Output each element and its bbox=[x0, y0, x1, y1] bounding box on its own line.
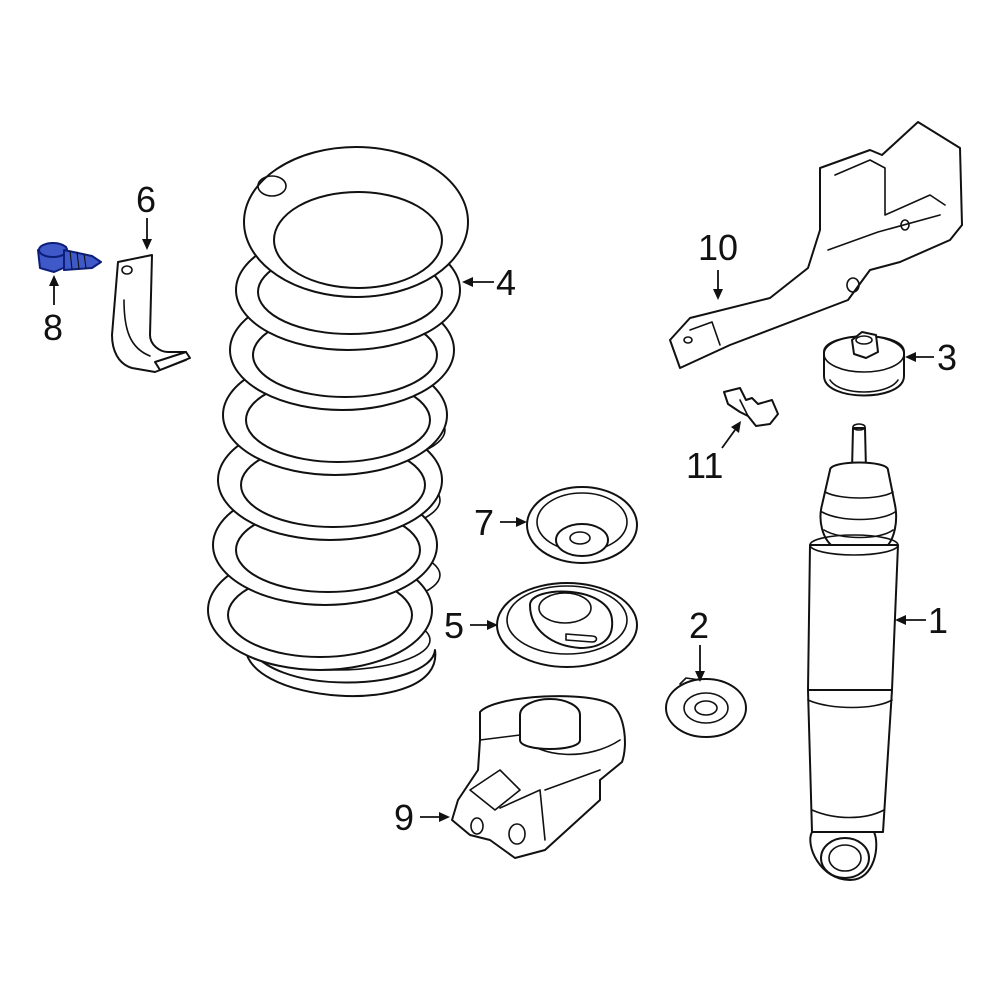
callout-4: 4 bbox=[462, 262, 516, 303]
callout-1: 1 bbox=[895, 600, 948, 641]
upper-nut-mount-icon[interactable] bbox=[823, 331, 905, 397]
bolt-icon[interactable] bbox=[37, 242, 102, 273]
callout-9: 9 bbox=[394, 797, 450, 838]
callout-11-label: 11 bbox=[686, 445, 723, 486]
heat-shield-icon[interactable] bbox=[669, 121, 963, 369]
callout-2-label: 2 bbox=[689, 605, 709, 646]
callout-6: 6 bbox=[136, 179, 156, 250]
shock-absorber-icon[interactable] bbox=[807, 423, 899, 881]
callout-9-label: 9 bbox=[394, 797, 414, 838]
bump-stop-washer-icon[interactable] bbox=[665, 677, 747, 738]
lower-mount-icon[interactable] bbox=[451, 695, 626, 859]
stud-bolt-icon[interactable] bbox=[723, 387, 779, 427]
callout-3: 3 bbox=[905, 337, 957, 378]
callout-2: 2 bbox=[689, 605, 709, 682]
callout-3-label: 3 bbox=[937, 337, 957, 378]
upper-spring-seat-icon[interactable] bbox=[526, 486, 638, 564]
callout-5-label: 5 bbox=[444, 605, 464, 646]
callout-1-label: 1 bbox=[928, 600, 948, 641]
callout-10-label: 10 bbox=[698, 227, 738, 268]
callout-7-label: 7 bbox=[474, 502, 494, 543]
callout-10: 10 bbox=[698, 227, 738, 300]
callout-8: 8 bbox=[43, 275, 63, 348]
callout-8-label: 8 bbox=[43, 307, 63, 348]
coil-spring-icon[interactable] bbox=[207, 146, 469, 697]
callout-4-label: 4 bbox=[496, 262, 516, 303]
callout-5: 5 bbox=[444, 605, 498, 646]
callout-11: 11 bbox=[686, 421, 741, 486]
callout-7: 7 bbox=[474, 502, 527, 543]
callout-6-label: 6 bbox=[136, 179, 156, 220]
bracket-icon[interactable] bbox=[111, 254, 191, 373]
lower-spring-seat-icon[interactable] bbox=[496, 582, 638, 668]
